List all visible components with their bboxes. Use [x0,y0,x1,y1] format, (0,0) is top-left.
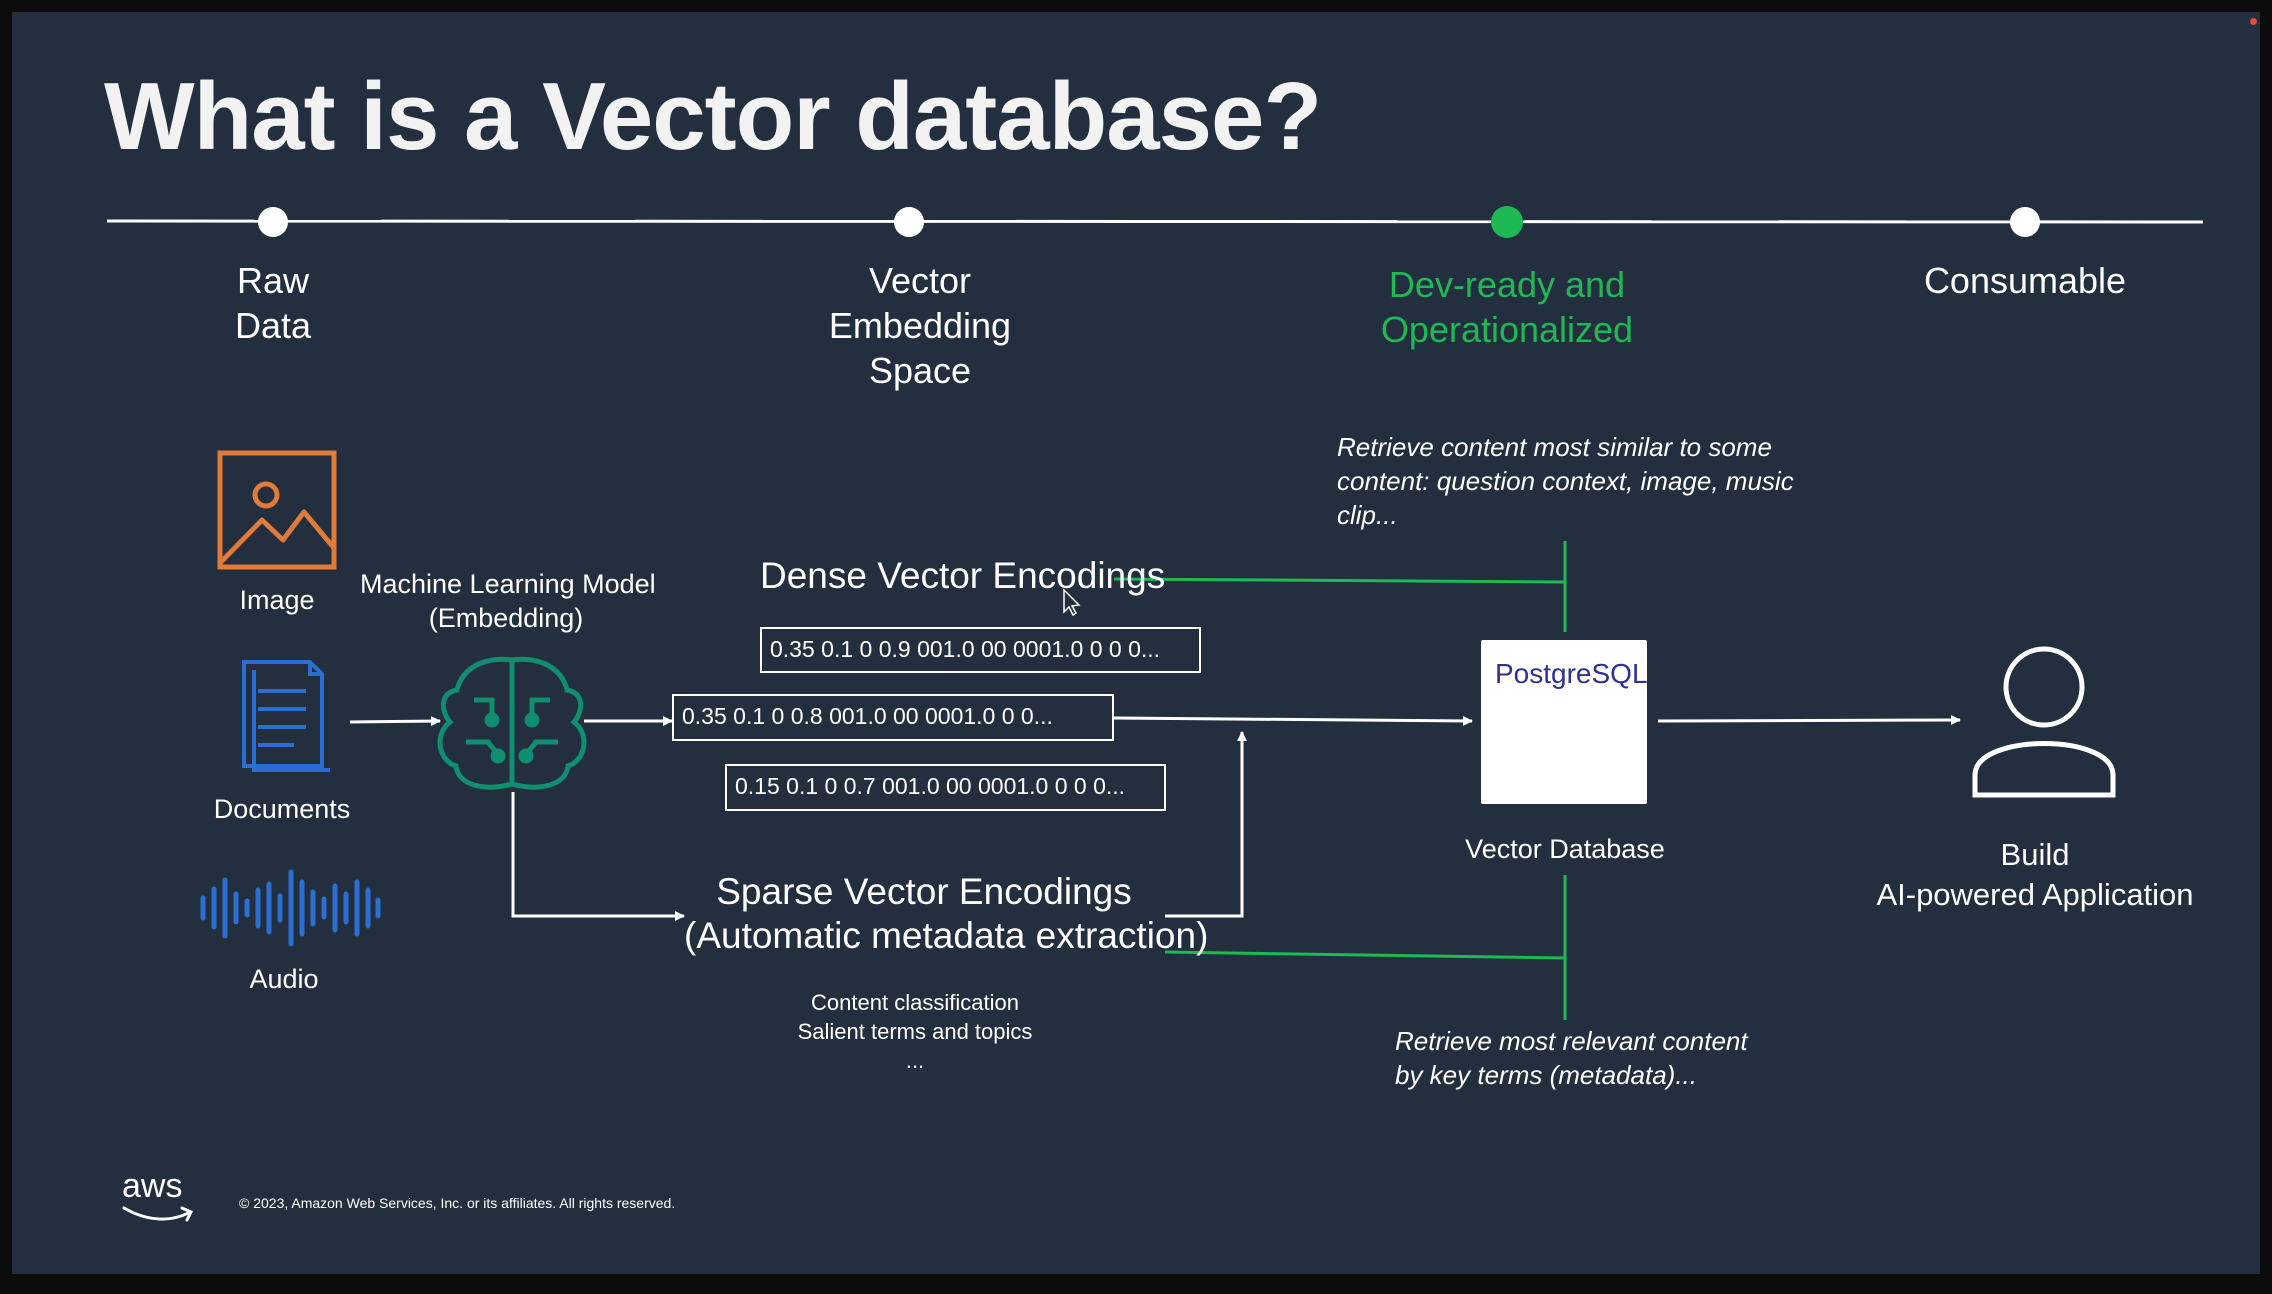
timeline-dot-consumable [2010,207,2040,237]
arrow-sparse-to-flow [1165,731,1247,918]
note-line: Retrieve most relevant content [1395,1026,1748,1056]
sparse-title-line2: (Automatic metadata extraction) [684,915,1209,956]
dense-vector-box: 0.35 0.1 0 0.9 001.0 00 0001.0 0 0 0... [760,627,1201,673]
sparse-detail-item: Content classification [811,990,1019,1015]
postgresql-logo-text: PostgreSQL [1495,658,1648,689]
dense-vector-box: 0.15 0.1 0 0.7 001.0 00 0001.0 0 0 0... [725,764,1166,811]
ml-model-icon [437,656,587,790]
application-label-line1: Build [2000,837,2070,872]
vector-database-label: Vector Database [1465,834,1665,864]
stage-label-line: Operationalized [1380,309,1634,350]
mouse-cursor-icon [1063,588,1081,617]
image-icon [217,450,337,570]
application-label: Build AI-powered Application [1870,835,2200,915]
timeline-line [106,219,2204,224]
keyword-search-note: Retrieve most relevant content by key te… [1395,1024,1755,1092]
similarity-search-note: Retrieve content most similar to some co… [1337,430,1817,532]
dense-vector-box: 0.35 0.1 0 0.8 001.0 00 0001.0 0 0... [672,694,1114,741]
arrow-dense-to-database [1113,715,1473,726]
postgresql-logo: PostgreSQL [1481,640,1648,804]
stage-label-line: Vector [868,260,972,301]
page-title: What is a Vector database? [104,63,1322,170]
sparse-title-line1: Sparse Vector Encodings [716,871,1132,912]
ml-model-label-line1: Machine Learning Model [360,569,656,599]
aws-logo: aws [122,1167,183,1205]
stage-label-line: Raw [236,260,310,301]
user-icon [1972,646,2116,798]
ml-model-label: Machine Learning Model (Embedding) [360,567,656,635]
application-label-line2: AI-powered Application [1876,877,2194,912]
sparse-detail-item: Salient terms and topics [797,1019,1033,1044]
stage-label-line: Consumable [1923,260,2127,301]
arrow-database-to-app [1657,715,1961,726]
note-line: Retrieve content most similar to some [1337,432,1772,462]
note-line: by key terms (metadata)... [1395,1060,1697,1090]
documents-label: Documents [213,794,351,824]
arrow-inputs-to-model [349,716,441,727]
timeline-dot-vector-embedding [894,207,924,237]
stage-label-dev-ready: Dev-ready and Operationalized [1367,262,1647,352]
note-line: clip... [1337,500,1398,530]
audio-icon [200,869,381,947]
stage-label-consumable: Consumable [1905,258,2145,303]
stage-label-vector-embedding: Vector Embedding Space [820,258,1020,393]
note-line: content: question context, image, music [1337,466,1794,496]
dense-encodings-title: Dense Vector Encodings [760,555,1166,596]
stage-label-line: Embedding [828,305,1012,346]
stage-label-line: Space [868,350,972,391]
stage-label-line: Dev-ready and [1388,264,1626,305]
timeline-dot-dev-ready [1491,206,1523,238]
green-connector-dense [1113,577,1566,584]
documents-icon [242,660,330,772]
timeline-dot-raw-data [258,207,288,237]
ml-model-label-line2: (Embedding) [428,603,584,633]
sparse-encodings-title: Sparse Vector Encodings (Automatic metad… [684,870,1209,958]
stage-label-line: Data [234,305,312,346]
green-connector-sparse [1164,950,1566,960]
image-label: Image [239,585,315,615]
copyright-text: © 2023, Amazon Web Services, Inc. or its… [239,1195,676,1211]
recording-indicator-icon [2250,18,2257,25]
sparse-details: Content classification Salient terms and… [765,988,1065,1075]
stage-label-raw-data: Raw Data [233,258,313,348]
arrow-model-to-sparse [511,792,685,921]
aws-smile-icon [122,1206,194,1222]
sparse-detail-item: ... [905,1048,925,1073]
audio-label: Audio [249,964,319,994]
